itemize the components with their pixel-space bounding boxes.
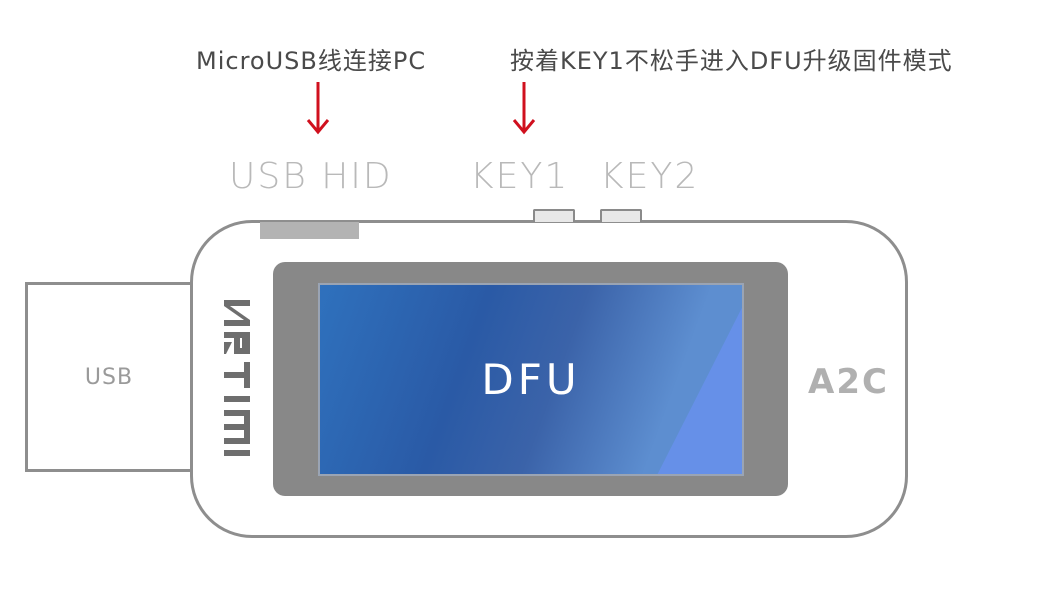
model-label: A2C xyxy=(808,362,889,402)
annotation-microusb: MicroUSB线连接PC xyxy=(196,47,427,75)
screen-text: DFU xyxy=(481,355,581,404)
usb-connector-label: USB xyxy=(84,364,134,390)
arrow-down-icon xyxy=(306,82,330,135)
annotation-dfu-instruction: 按着KEY1不松手进入DFU升级固件模式 xyxy=(510,47,953,75)
usb-connector: USB xyxy=(25,282,193,472)
key1-button[interactable] xyxy=(533,209,575,222)
arrow-down-icon xyxy=(512,82,536,135)
usb-hid-port xyxy=(260,222,359,239)
key1-label: KEY1 xyxy=(470,156,570,197)
usb-hid-label: USB HID xyxy=(229,156,393,197)
key2-label: KEY2 xyxy=(600,156,700,197)
key2-button[interactable] xyxy=(600,209,642,222)
witrn-logo xyxy=(224,300,250,456)
screen-display: DFU xyxy=(318,283,744,476)
